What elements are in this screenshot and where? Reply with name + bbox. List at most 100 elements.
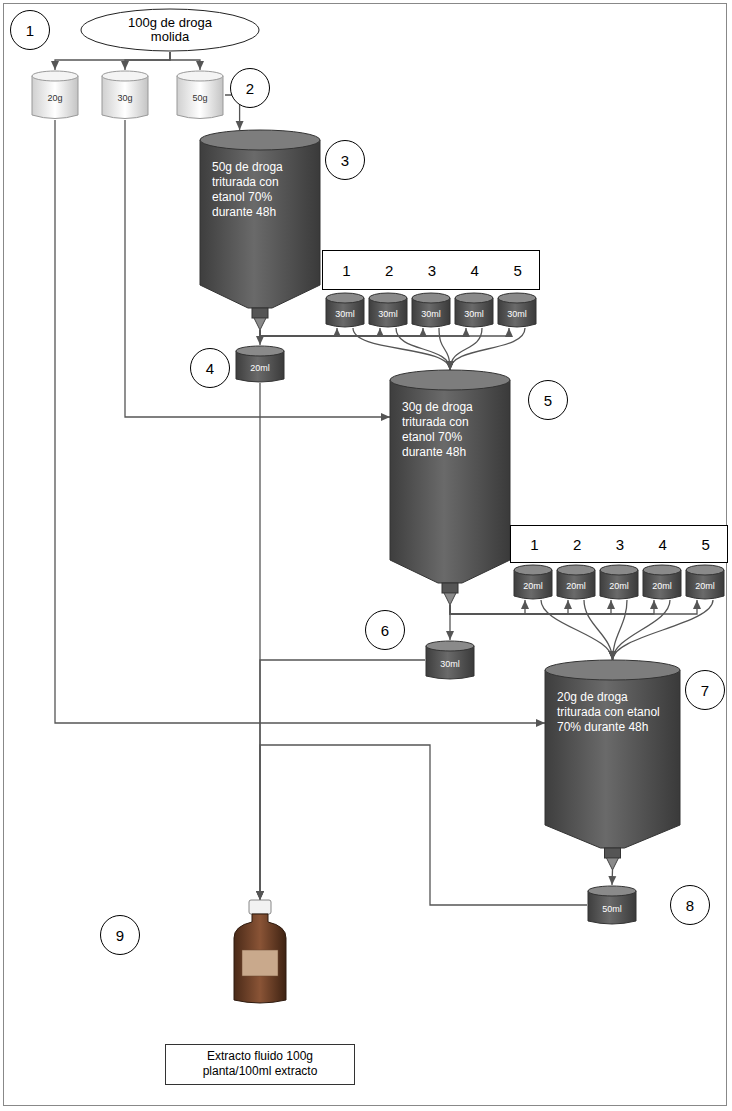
callout-number-text: 4	[206, 360, 214, 377]
flow-connector	[260, 328, 466, 336]
cup-rim	[326, 293, 364, 303]
jar-rim	[177, 71, 223, 81]
cup-volume: 20ml	[250, 363, 270, 373]
cup-volume: 20ml	[609, 581, 629, 591]
cup-volume: 20ml	[695, 581, 715, 591]
cup-rim	[686, 565, 724, 575]
callout-number: 6	[365, 610, 405, 650]
source-label: 100g de droga molida	[108, 16, 232, 45]
callout-number-text: 1	[26, 22, 34, 39]
cup-volume: 30ml	[421, 309, 441, 319]
fraction-number: 5	[684, 536, 727, 553]
portion-jar: 30g	[100, 70, 150, 120]
fraction-number-box: 12345	[322, 250, 540, 290]
cup-rim	[412, 293, 450, 303]
callout-number-text: 2	[246, 80, 254, 97]
collection-cup: 20ml	[235, 345, 285, 383]
tank-valve	[252, 308, 268, 318]
tank-description: 30g de droga triturada con etanol 70% du…	[402, 400, 498, 460]
callout-number: 1	[10, 10, 50, 50]
cup-volume: 20ml	[566, 581, 586, 591]
source-ellipse: 100g de droga molida	[80, 8, 260, 52]
cup-rim	[643, 565, 681, 575]
callout-number: 3	[325, 140, 365, 180]
tank-body	[200, 140, 320, 308]
fraction-number: 1	[325, 262, 368, 279]
tank-text-area: 30g de droga triturada con etanol 70% du…	[402, 400, 498, 460]
collection-cup: 50ml	[587, 885, 637, 925]
tank-body	[545, 670, 680, 848]
fraction-number: 2	[556, 536, 599, 553]
callout-number: 2	[230, 68, 270, 108]
callout-number: 4	[190, 348, 230, 388]
tank-outlet	[254, 318, 266, 330]
callout-number: 9	[100, 915, 140, 955]
flow-connector	[260, 328, 337, 336]
collection-cup: 30ml	[454, 292, 494, 328]
cup-rim	[557, 565, 595, 575]
cup-rim	[455, 293, 493, 303]
collection-cup: 20ml	[513, 564, 553, 600]
callout-number: 8	[670, 885, 710, 925]
tank-valve	[605, 848, 621, 858]
callout-number-text: 5	[544, 392, 552, 409]
tank-valve	[442, 583, 458, 593]
callout-number-text: 8	[686, 897, 694, 914]
tank-description: 20g de droga triturada con etanol 70% du…	[557, 690, 668, 735]
fraction-number: 3	[599, 536, 642, 553]
callout-number-text: 7	[701, 682, 709, 699]
tank-text-area: 50g de droga triturada con etanol 70% du…	[212, 160, 308, 220]
flow-connector	[450, 600, 654, 614]
portion-weight: 20g	[47, 93, 62, 103]
flow-connector	[353, 328, 450, 370]
jar-body	[177, 76, 223, 119]
flow-connector	[260, 328, 423, 336]
jar-body	[102, 76, 148, 119]
tank-outlet	[607, 858, 619, 870]
final-extract: Extracto fluido 100g planta/100ml extrac…	[165, 900, 355, 1085]
callout-number-text: 9	[116, 927, 124, 944]
extract-caption: Extracto fluido 100g planta/100ml extrac…	[172, 1049, 348, 1080]
cup-volume: 30ml	[507, 309, 527, 319]
flow-connector	[450, 600, 568, 614]
cup-rim	[236, 346, 284, 356]
flow-connector	[260, 660, 425, 900]
callout-number-text: 6	[381, 622, 389, 639]
flow-connector	[55, 120, 545, 723]
flow-connector	[439, 328, 450, 370]
cup-rim	[588, 886, 636, 896]
fraction-number: 2	[368, 262, 411, 279]
flow-connector	[450, 328, 482, 370]
extract-caption-box: Extracto fluido 100g planta/100ml extrac…	[165, 1044, 355, 1085]
cup-volume: 20ml	[652, 581, 672, 591]
flow-connector	[541, 600, 613, 660]
callout-number: 7	[685, 670, 725, 710]
jar-rim	[32, 71, 78, 81]
jar-body	[32, 76, 78, 119]
flow-connector	[450, 600, 697, 614]
tank-description: 50g de droga triturada con etanol 70% du…	[212, 160, 308, 220]
percolator-tank: 20g de droga triturada con etanol 70% du…	[545, 660, 680, 870]
flow-connector	[584, 600, 613, 660]
callout-number-text: 3	[341, 152, 349, 169]
fraction-number: 1	[513, 536, 556, 553]
collection-cup: 30ml	[497, 292, 537, 328]
cup-rim	[369, 293, 407, 303]
flow-connector	[396, 328, 450, 370]
fraction-number: 4	[453, 262, 496, 279]
flow-connector	[170, 52, 200, 70]
tank-outlet	[444, 593, 456, 605]
tank-top	[390, 370, 510, 390]
bottle-body	[234, 914, 286, 1003]
cup-volume: 30ml	[335, 309, 355, 319]
cup-rim	[426, 641, 474, 651]
portion-jar: 50g	[175, 70, 225, 120]
bottle-label	[242, 950, 278, 976]
collection-cup: 20ml	[685, 564, 725, 600]
cup-volume: 50ml	[602, 904, 622, 914]
callout-number: 5	[528, 380, 568, 420]
tank-body	[390, 380, 510, 583]
collection-cup: 30ml	[425, 640, 475, 680]
percolator-tank: 50g de droga triturada con etanol 70% du…	[200, 130, 320, 330]
fraction-number: 4	[641, 536, 684, 553]
